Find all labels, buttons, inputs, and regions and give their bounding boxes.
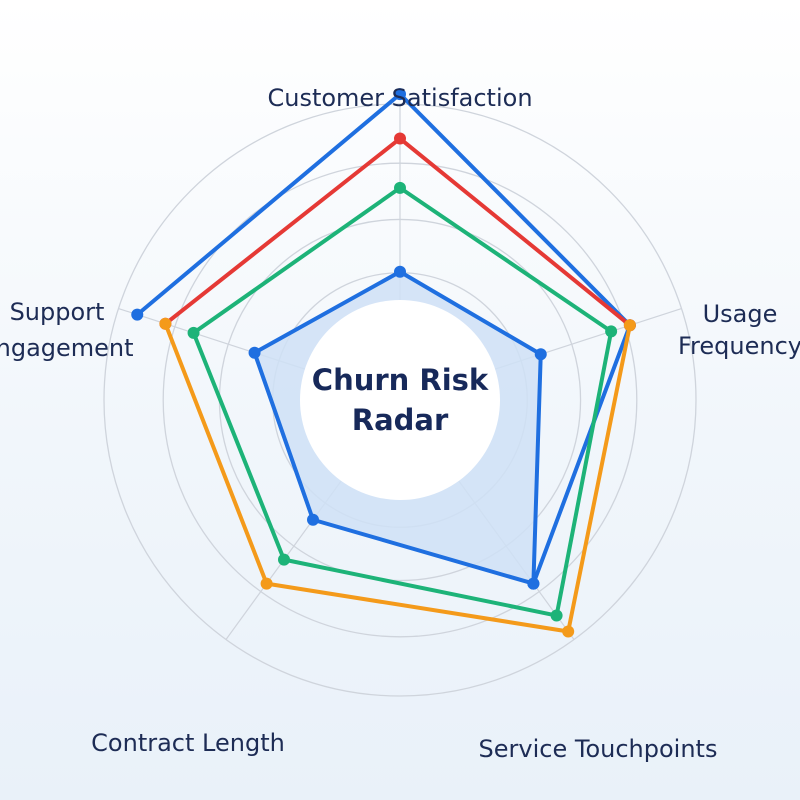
series-5-point-5 bbox=[131, 308, 144, 321]
axis-label-customer-satisfaction: Customer Satisfaction bbox=[267, 84, 532, 112]
series-3-line bbox=[163, 323, 632, 634]
series-4-point-1 bbox=[394, 132, 406, 145]
series-2-point-1 bbox=[394, 181, 406, 194]
axis-label-contract-length: Contract Length bbox=[91, 729, 285, 757]
series-2-point-5 bbox=[187, 326, 200, 339]
series-3-point-3 bbox=[562, 625, 575, 638]
series-1-point-1 bbox=[394, 265, 406, 278]
series-2-point-3 bbox=[550, 609, 563, 622]
series-2-point-2 bbox=[605, 325, 618, 338]
series-3-point-5 bbox=[159, 317, 172, 330]
series-1-point-3 bbox=[527, 577, 540, 590]
center-disc bbox=[300, 300, 500, 500]
series-2-point-4 bbox=[278, 553, 291, 566]
axis-label-support-engagement: SupportEngagement bbox=[0, 298, 134, 362]
series-1-point-2 bbox=[534, 348, 547, 361]
series-3-point-2 bbox=[623, 319, 636, 332]
series-5-point-1 bbox=[394, 88, 406, 101]
series-1-point-4 bbox=[307, 513, 320, 526]
series-5-line bbox=[135, 92, 632, 585]
series-1-point-5 bbox=[248, 346, 261, 359]
axis-label-service-touchpoints: Service Touchpoints bbox=[479, 735, 718, 763]
series-3-point-4 bbox=[260, 577, 273, 590]
series-2-polygon bbox=[191, 185, 614, 618]
